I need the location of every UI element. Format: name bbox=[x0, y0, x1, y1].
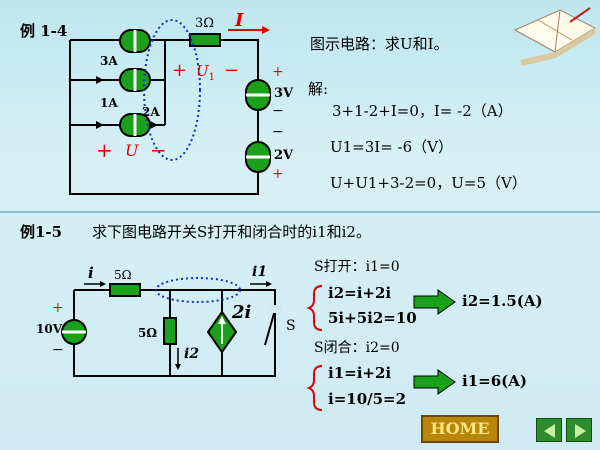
u1-minus: − bbox=[224, 60, 240, 81]
problem-statement-1: 图示电路：求U和I。 bbox=[310, 35, 449, 53]
switch-open-result: i2=1.5(A) bbox=[462, 292, 543, 310]
label-i: i bbox=[88, 264, 94, 282]
switch-open-eq1: i2=i+2i bbox=[328, 284, 392, 302]
voltage-sources-1 bbox=[245, 79, 271, 173]
switch-closed-eq2: i=10/5=2 bbox=[328, 390, 407, 408]
home-button[interactable]: HOME bbox=[421, 415, 499, 443]
label-dependent-source: 2i bbox=[232, 302, 252, 323]
label-switch: S bbox=[286, 318, 296, 334]
label-3V: 3V bbox=[274, 86, 294, 101]
label-i2: i2 bbox=[184, 346, 200, 362]
u-minus: − bbox=[150, 138, 167, 162]
v2-minus: − bbox=[272, 124, 284, 140]
u1-label: U1 bbox=[196, 62, 216, 83]
arrow-left-icon bbox=[544, 424, 555, 438]
v10-plus: + bbox=[52, 300, 64, 316]
v3-plus: + bbox=[272, 64, 284, 80]
equation-1: 3+1-2+I=0，I= -2（A） bbox=[332, 102, 513, 120]
equation-3: U+U1+3-2=0，U=5（V） bbox=[330, 174, 527, 192]
u-plus: + bbox=[96, 138, 113, 162]
v3-minus: − bbox=[272, 103, 284, 119]
cut-ellipse-2 bbox=[155, 277, 241, 303]
prev-button[interactable] bbox=[536, 418, 562, 442]
example-1-4-title: 例 1-4 bbox=[20, 22, 68, 40]
equation-2: U1=3I= -6（V） bbox=[330, 138, 454, 156]
cut-ellipse-1 bbox=[143, 19, 201, 161]
example-1-5-title: 例1-5 bbox=[20, 223, 63, 241]
label-3A: 3A bbox=[100, 54, 118, 68]
label-i1: i1 bbox=[252, 264, 268, 280]
resistor-5ohm-vertical bbox=[163, 317, 177, 345]
label-r3: 3Ω bbox=[195, 16, 215, 31]
label-r5-vertical: 5Ω bbox=[138, 326, 158, 340]
label-r5-top: 5Ω bbox=[114, 268, 132, 282]
result-arrow-closed bbox=[413, 369, 456, 395]
switch-closed-result: i1=6(A) bbox=[462, 372, 527, 390]
section-divider bbox=[0, 211, 600, 213]
result-arrow-open bbox=[413, 289, 456, 315]
label-2V: 2V bbox=[274, 148, 294, 163]
switch-open-eq2: 5i+5i2=10 bbox=[328, 309, 417, 327]
v2-plus: + bbox=[272, 166, 284, 182]
switch-closed-title: S闭合：i2=0 bbox=[314, 340, 400, 356]
switch-open-title: S打开：i1=0 bbox=[314, 259, 400, 275]
label-2A: 2A bbox=[142, 105, 160, 119]
solution-label: 解: bbox=[308, 80, 329, 98]
switch-closed-eq1: i1=i+2i bbox=[328, 364, 392, 382]
next-button[interactable] bbox=[566, 418, 592, 442]
arrow-right-icon bbox=[575, 424, 586, 438]
label-10V: 10V bbox=[36, 322, 63, 336]
resistor-3ohm bbox=[189, 33, 221, 47]
problem-statement-2: 求下图电路开关S打开和闭合时的i1和i2。 bbox=[92, 223, 371, 241]
book-decoration-icon bbox=[513, 7, 597, 66]
v10-minus: − bbox=[52, 342, 64, 358]
brace-open bbox=[306, 285, 323, 331]
u1-plus: + bbox=[172, 60, 188, 81]
u-label: U bbox=[125, 141, 139, 160]
label-1A: 1A bbox=[100, 96, 118, 110]
brace-closed bbox=[306, 365, 323, 411]
label-current-I: I bbox=[235, 10, 244, 31]
current-sources-1 bbox=[119, 29, 151, 137]
resistor-5ohm-top bbox=[109, 283, 141, 297]
